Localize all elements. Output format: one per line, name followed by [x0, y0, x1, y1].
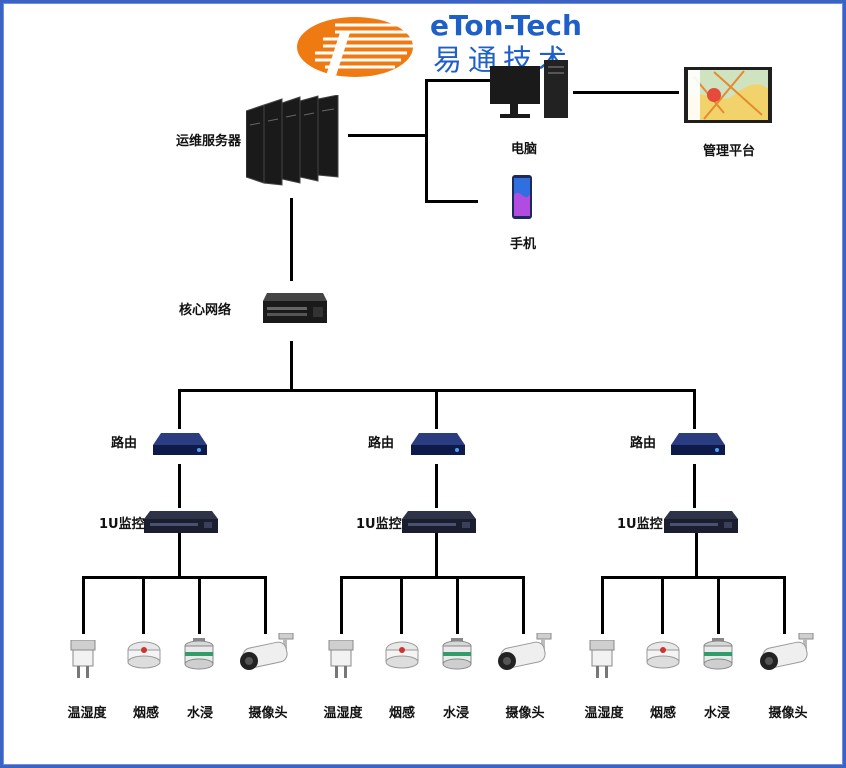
connector-line	[573, 91, 679, 94]
smoke-detector-icon	[646, 638, 680, 672]
connector-line	[340, 576, 525, 579]
connector-line	[178, 464, 181, 508]
core-switch-icon	[261, 291, 327, 325]
connector-line	[435, 533, 438, 579]
router-label: 路由	[111, 436, 138, 451]
sensor-label: 水浸	[703, 706, 731, 721]
router-label: 路由	[368, 436, 395, 451]
connector-line	[783, 576, 786, 634]
connector-line	[717, 576, 720, 634]
ops-server-label: 运维服务器	[176, 134, 242, 149]
connector-line	[142, 576, 145, 634]
sensor-label: 烟感	[132, 706, 160, 721]
connector-line	[661, 576, 664, 634]
brand-name-en: eTon-Tech	[430, 9, 582, 42]
sensor-label: 烟感	[388, 706, 416, 721]
smoke-detector-icon	[127, 638, 161, 672]
sensor-label: 摄像头	[248, 706, 288, 721]
sensor-label: 温湿度	[323, 706, 363, 721]
sensor-label: 温湿度	[67, 706, 107, 721]
water-leak-sensor-icon	[702, 638, 734, 672]
connector-line	[82, 576, 85, 634]
smoke-detector-icon	[385, 638, 419, 672]
monitor-label: 1U监控	[356, 517, 402, 532]
sensor-label: 摄像头	[768, 706, 808, 721]
connector-line	[400, 576, 403, 634]
sensor-label: 烟感	[649, 706, 677, 721]
humidity-sensor-icon	[327, 640, 355, 680]
connector-line	[695, 533, 698, 579]
connector-line	[264, 576, 267, 634]
monitor-device-icon	[402, 511, 476, 535]
connector-line	[601, 576, 604, 634]
camera-icon	[235, 633, 295, 679]
water-leak-sensor-icon	[441, 638, 473, 672]
company-logo	[295, 11, 427, 83]
monitor-label: 1U监控	[617, 517, 663, 532]
connector-line	[178, 389, 181, 429]
router-icon	[671, 431, 725, 461]
sensor-label: 温湿度	[584, 706, 624, 721]
connector-line	[198, 576, 201, 634]
connector-line	[178, 533, 181, 579]
monitor-device-icon	[144, 511, 218, 535]
connector-line	[456, 576, 459, 634]
computer-label: 电脑	[510, 142, 538, 157]
monitor-label: 1U监控	[99, 517, 145, 532]
connector-line	[82, 576, 267, 579]
humidity-sensor-icon	[588, 640, 616, 680]
water-leak-sensor-icon	[183, 638, 215, 672]
connector-line	[522, 576, 525, 634]
router-icon	[411, 431, 465, 461]
phone-label: 手机	[509, 237, 537, 252]
computer-icon	[488, 58, 572, 124]
map-screen-icon	[684, 67, 772, 123]
management-platform-label: 管理平台	[702, 144, 756, 159]
phone-icon	[512, 175, 532, 219]
router-icon	[153, 431, 207, 461]
humidity-sensor-icon	[69, 640, 97, 680]
sensor-label: 摄像头	[505, 706, 545, 721]
core-network-label: 核心网络	[179, 303, 232, 318]
connector-line	[425, 79, 428, 203]
connector-line	[290, 341, 293, 392]
connector-line	[348, 134, 428, 137]
connector-line	[425, 200, 478, 203]
connector-line	[340, 576, 343, 634]
connector-line	[693, 389, 696, 429]
camera-icon	[493, 633, 553, 679]
connector-line	[601, 576, 786, 579]
connector-line	[693, 464, 696, 508]
sensor-label: 水浸	[186, 706, 214, 721]
connector-line	[435, 389, 438, 429]
sensor-label: 水浸	[442, 706, 470, 721]
server-rack-icon	[246, 95, 342, 187]
connector-line	[435, 464, 438, 508]
monitor-device-icon	[664, 511, 738, 535]
camera-icon	[755, 633, 815, 679]
connector-line	[290, 198, 293, 281]
connector-line	[425, 79, 490, 82]
router-label: 路由	[630, 436, 657, 451]
